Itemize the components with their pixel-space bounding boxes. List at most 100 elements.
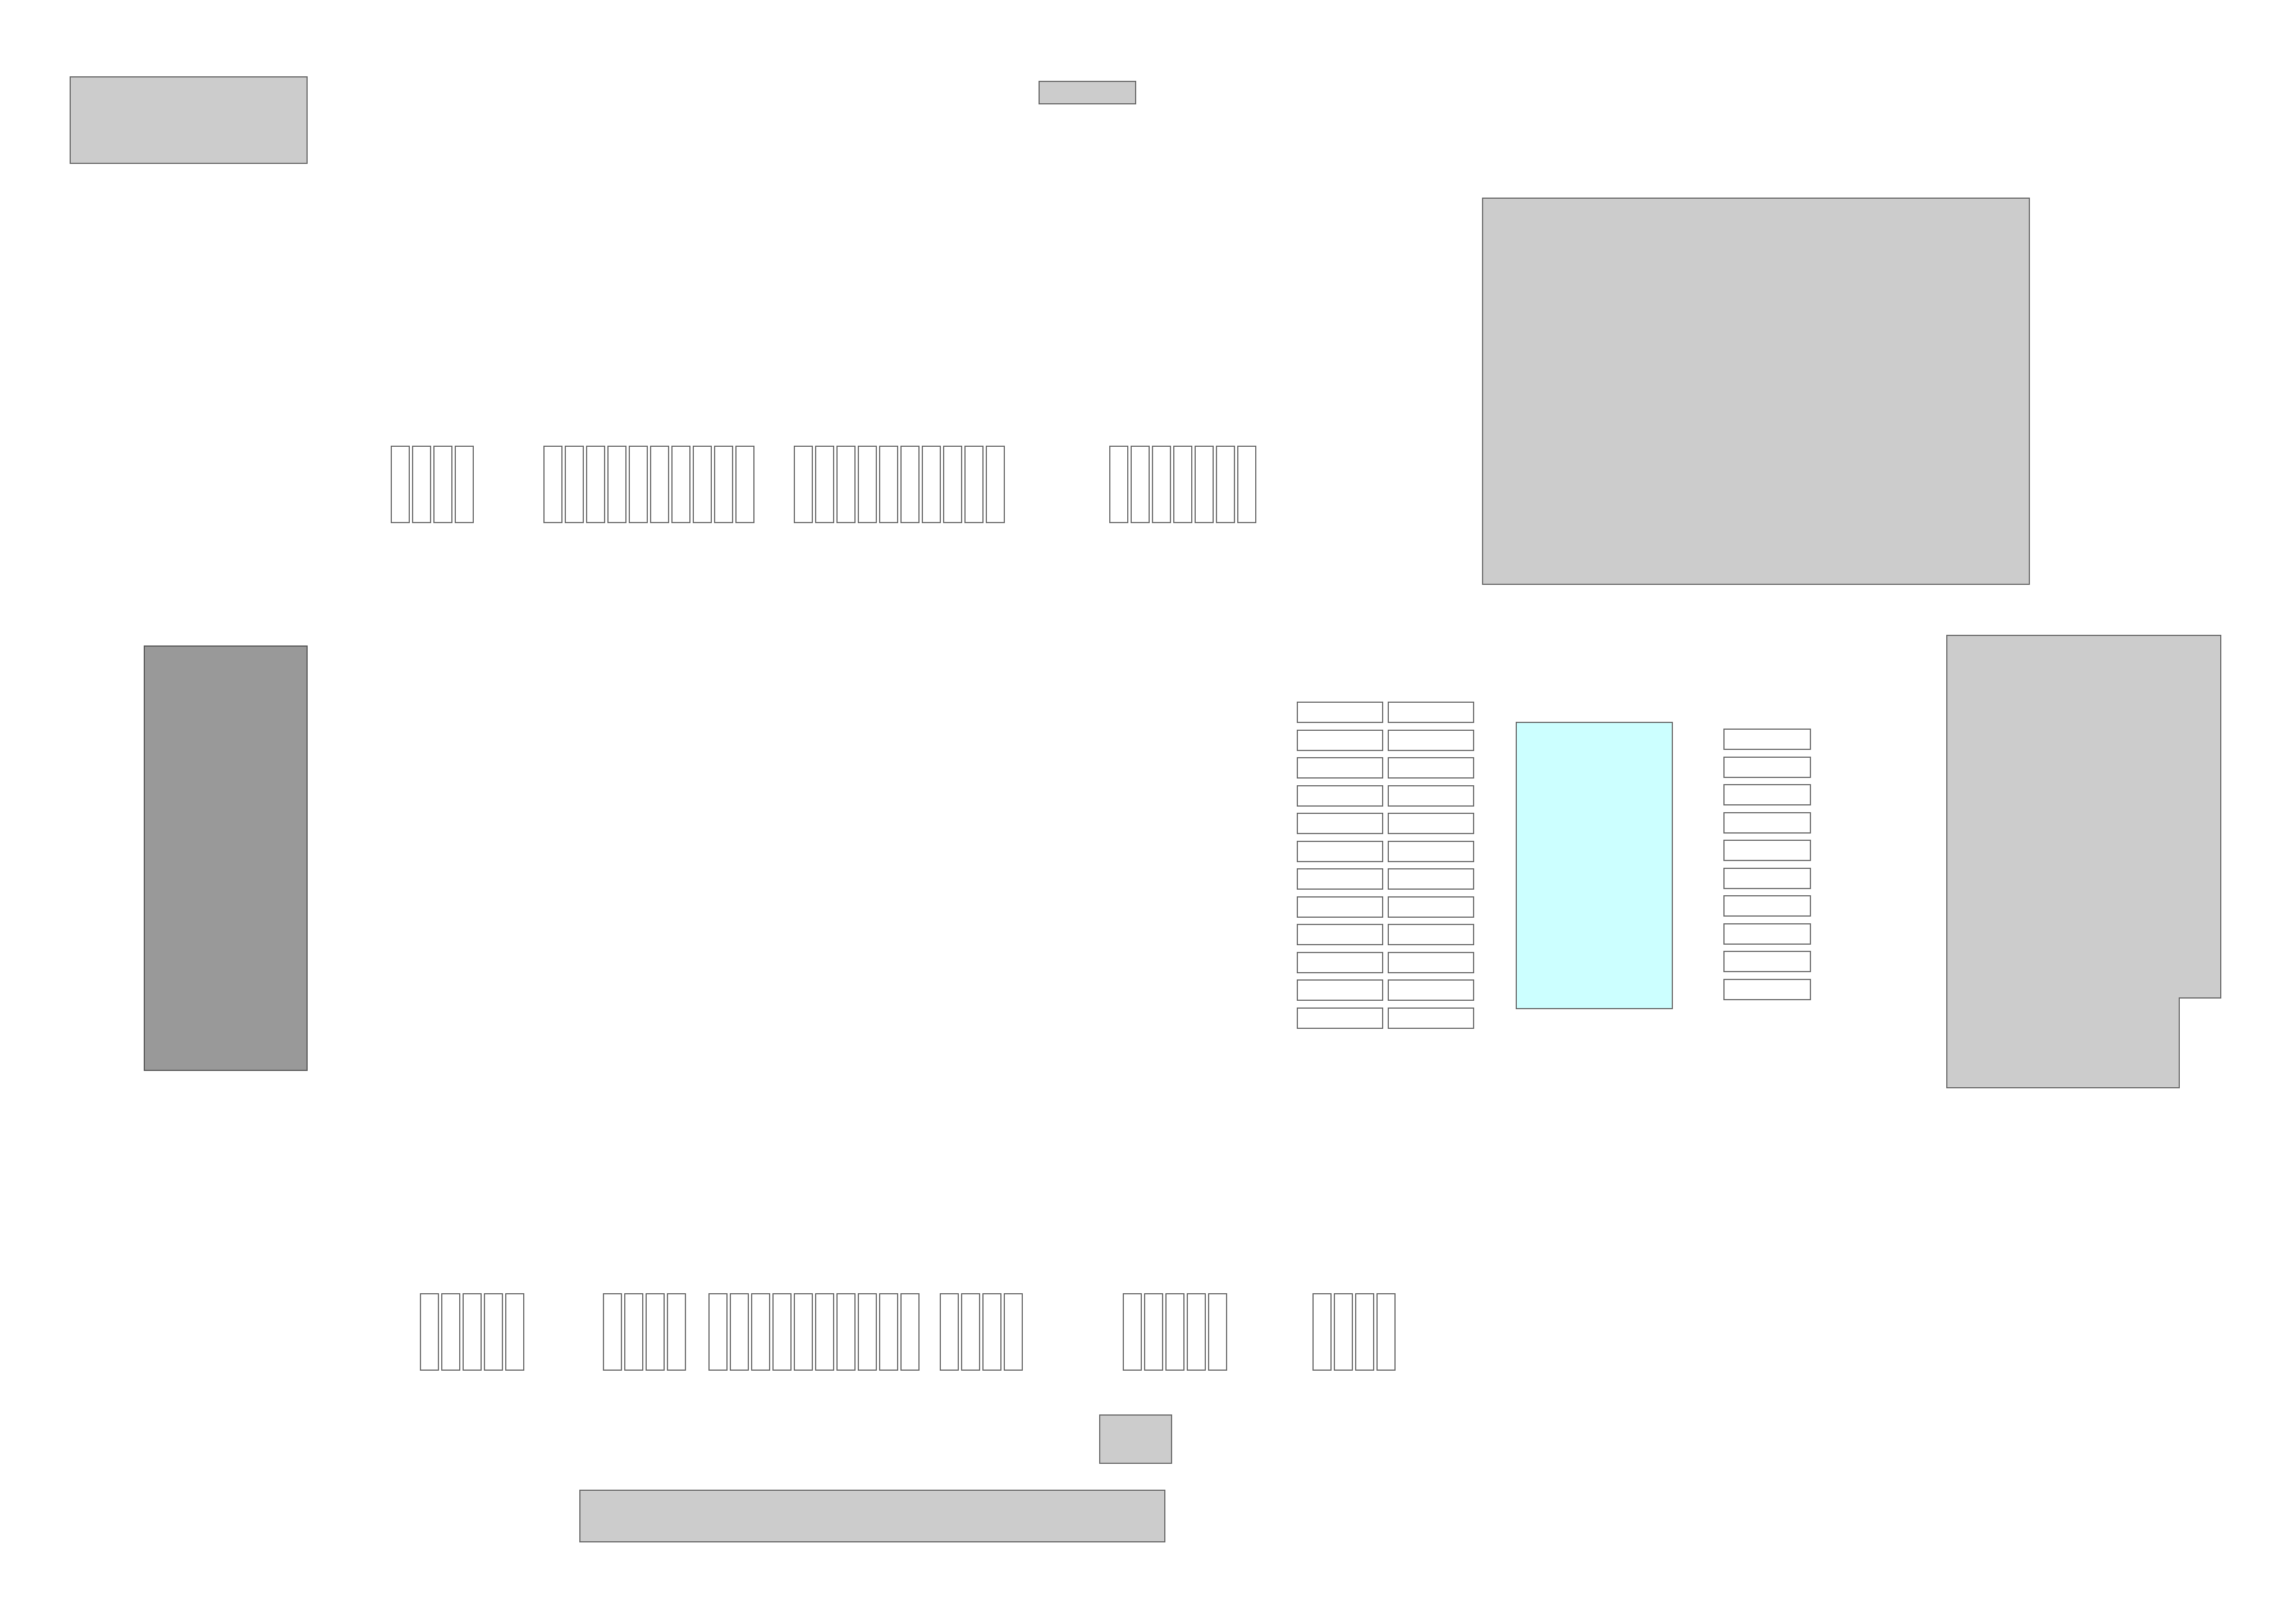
pin — [1334, 1293, 1353, 1371]
pin — [629, 446, 648, 523]
pin — [1173, 446, 1192, 523]
pin — [836, 446, 856, 523]
grid-cell — [1723, 923, 1811, 945]
pin — [671, 446, 690, 523]
pin — [1123, 1293, 1142, 1371]
grid-cell — [1723, 812, 1811, 834]
pin — [1312, 1293, 1332, 1371]
pin-group — [1123, 1293, 1229, 1371]
pin — [961, 1293, 980, 1371]
pin — [586, 446, 605, 523]
pin-group — [794, 446, 1007, 523]
grid-cell — [1388, 813, 1474, 834]
pin — [1355, 1293, 1374, 1371]
pin — [708, 1293, 728, 1371]
pin — [463, 1293, 482, 1371]
pin — [565, 446, 584, 523]
pin — [505, 1293, 524, 1371]
left-tall-bar — [144, 645, 308, 1071]
bottom-wide-bar — [579, 1490, 1165, 1542]
grid-cell — [1297, 951, 1383, 973]
pin — [815, 1293, 834, 1371]
grid-cell — [1297, 702, 1383, 723]
pin — [603, 1293, 622, 1371]
pin-group — [1109, 446, 1259, 523]
grid-cell — [1297, 813, 1383, 834]
pin — [751, 1293, 770, 1371]
pin — [484, 1293, 503, 1371]
pin — [607, 446, 626, 523]
grid-cell — [1723, 784, 1811, 805]
pin-group — [543, 446, 757, 523]
grid-cell — [1388, 979, 1474, 1001]
grid-cell — [1297, 868, 1383, 890]
pin — [730, 1293, 749, 1371]
pin — [1004, 1293, 1023, 1371]
top-left-block — [70, 76, 308, 164]
pin — [940, 1293, 959, 1371]
pin — [836, 1293, 856, 1371]
pin — [815, 446, 834, 523]
large-panel — [1482, 198, 2030, 585]
grid-cell — [1723, 840, 1811, 861]
pin-group — [1312, 1293, 1398, 1371]
grid-cell — [1297, 979, 1383, 1001]
grid-cell — [1297, 785, 1383, 807]
grid-cell — [1297, 896, 1383, 918]
grid-cell — [1388, 951, 1474, 973]
pin — [794, 1293, 813, 1371]
grid-cell — [1388, 840, 1474, 862]
pin — [1144, 1293, 1163, 1371]
grid-cell — [1297, 840, 1383, 862]
pin — [982, 1293, 1001, 1371]
pin — [1165, 1293, 1184, 1371]
pin — [455, 446, 474, 523]
pin — [1376, 1293, 1396, 1371]
grid-cell — [1297, 729, 1383, 751]
pin — [1187, 1293, 1206, 1371]
pin — [964, 446, 984, 523]
pin — [1195, 446, 1214, 523]
grid-cell — [1388, 702, 1474, 723]
pin — [900, 1293, 920, 1371]
grid-cell — [1723, 978, 1811, 1000]
pin — [412, 446, 431, 523]
pin — [391, 446, 410, 523]
grid-cell — [1723, 729, 1811, 750]
grid-cell — [1388, 1007, 1474, 1029]
grid-cell — [1388, 868, 1474, 890]
pin — [735, 446, 754, 523]
pin — [943, 446, 962, 523]
pin-group — [708, 1293, 922, 1371]
grid-cell — [1388, 757, 1474, 779]
pin — [1237, 446, 1256, 523]
pin — [879, 1293, 898, 1371]
pin — [650, 446, 669, 523]
top-center-tab — [1039, 81, 1136, 104]
grid-cell — [1388, 896, 1474, 918]
grid-cell — [1723, 867, 1811, 889]
pin — [1208, 1293, 1227, 1371]
pin — [794, 446, 813, 523]
pin — [646, 1293, 665, 1371]
pin — [1152, 446, 1171, 523]
grid-cell — [1723, 895, 1811, 917]
pin — [1131, 446, 1150, 523]
grid-cell — [1388, 785, 1474, 807]
pin — [1216, 446, 1235, 523]
pin — [1109, 446, 1128, 523]
pin-group — [391, 446, 476, 523]
pin — [420, 1293, 439, 1371]
pin — [986, 446, 1005, 523]
pin — [858, 1293, 877, 1371]
grid-cell — [1723, 756, 1811, 778]
pin — [772, 1293, 792, 1371]
pin — [879, 446, 898, 523]
pin — [433, 446, 452, 523]
grid-cell — [1297, 924, 1383, 945]
pin — [543, 446, 562, 523]
grid-cell — [1388, 729, 1474, 751]
grid-cell — [1297, 757, 1383, 779]
pin — [441, 1293, 460, 1371]
pin — [667, 1293, 686, 1371]
